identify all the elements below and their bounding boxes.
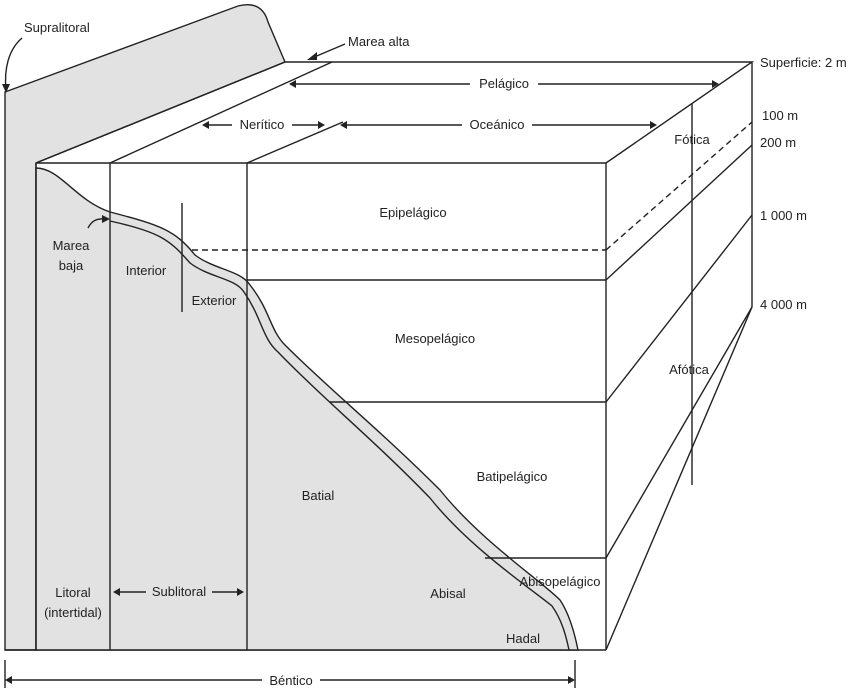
photic-limit-side bbox=[605, 121, 753, 251]
label-batipelagico: Batipelágico bbox=[477, 469, 548, 484]
label-bentico: Béntico bbox=[269, 673, 312, 688]
side-bottom-edge bbox=[605, 306, 753, 651]
label-marea-alta: Marea alta bbox=[348, 34, 410, 49]
depth-1000-side bbox=[605, 214, 753, 403]
sublitoral-arrowhead-left bbox=[113, 588, 120, 596]
label-oceanico: Oceánico bbox=[470, 117, 525, 132]
supralitoral-arrowhead bbox=[2, 84, 10, 93]
label-superficie: Superficie: 2 m bbox=[760, 55, 847, 70]
label-interior: Interior bbox=[126, 263, 167, 278]
bentico-arrowhead-right bbox=[568, 676, 575, 684]
supralitoral-arrow bbox=[4, 37, 23, 91]
label-epipelagico: Epipelágico bbox=[379, 205, 446, 220]
seabed-inner-line bbox=[109, 220, 570, 651]
oceanico-arrowhead-right bbox=[650, 121, 657, 129]
label-neritico: Nerítico bbox=[240, 117, 285, 132]
label-fotica: Fótica bbox=[674, 132, 710, 147]
marea-baja-arrowhead bbox=[102, 215, 110, 223]
neritico-arrowhead-right bbox=[318, 121, 325, 129]
label-afotica: Afótica bbox=[669, 362, 710, 377]
label-100m: 100 m bbox=[762, 108, 798, 123]
bentico-arrowhead-left bbox=[5, 676, 12, 684]
label-litoral-1: Litoral bbox=[55, 585, 91, 600]
pelagico-arrowhead-left bbox=[289, 80, 296, 88]
label-hadal: Hadal bbox=[506, 631, 540, 646]
marea-alta-arrow bbox=[311, 43, 346, 59]
seabed bbox=[35, 167, 579, 651]
label-marea-baja-2: baja bbox=[59, 258, 84, 273]
label-200m: 200 m bbox=[760, 135, 796, 150]
depth-200-side bbox=[605, 144, 753, 281]
label-supralitoral: Supralitoral bbox=[24, 20, 90, 35]
label-abisal: Abisal bbox=[430, 586, 466, 601]
label-mesopelagico: Mesopelágico bbox=[395, 331, 475, 346]
neritic-boundary-top bbox=[246, 121, 344, 164]
marea-alta-arrowhead bbox=[307, 52, 317, 60]
label-sublitoral: Sublitoral bbox=[152, 584, 206, 599]
depth-4000-side bbox=[605, 306, 753, 559]
neritico-arrowhead-left bbox=[202, 121, 209, 129]
label-abisopelagico: Abisopelágico bbox=[520, 574, 601, 589]
marea-alta-line bbox=[109, 61, 333, 164]
label-batial: Batial bbox=[302, 488, 335, 503]
oceanico-arrowhead-left bbox=[340, 121, 347, 129]
label-pelagico: Pelágico bbox=[479, 76, 529, 91]
sublitoral-arrowhead-right bbox=[237, 588, 244, 596]
label-marea-baja-1: Marea bbox=[53, 238, 91, 253]
label-litoral-2: (intertidal) bbox=[44, 605, 102, 620]
pelagico-arrowhead-right bbox=[712, 80, 719, 88]
label-4000m: 4 000 m bbox=[760, 297, 807, 312]
label-exterior: Exterior bbox=[192, 293, 237, 308]
label-1000m: 1 000 m bbox=[760, 208, 807, 223]
